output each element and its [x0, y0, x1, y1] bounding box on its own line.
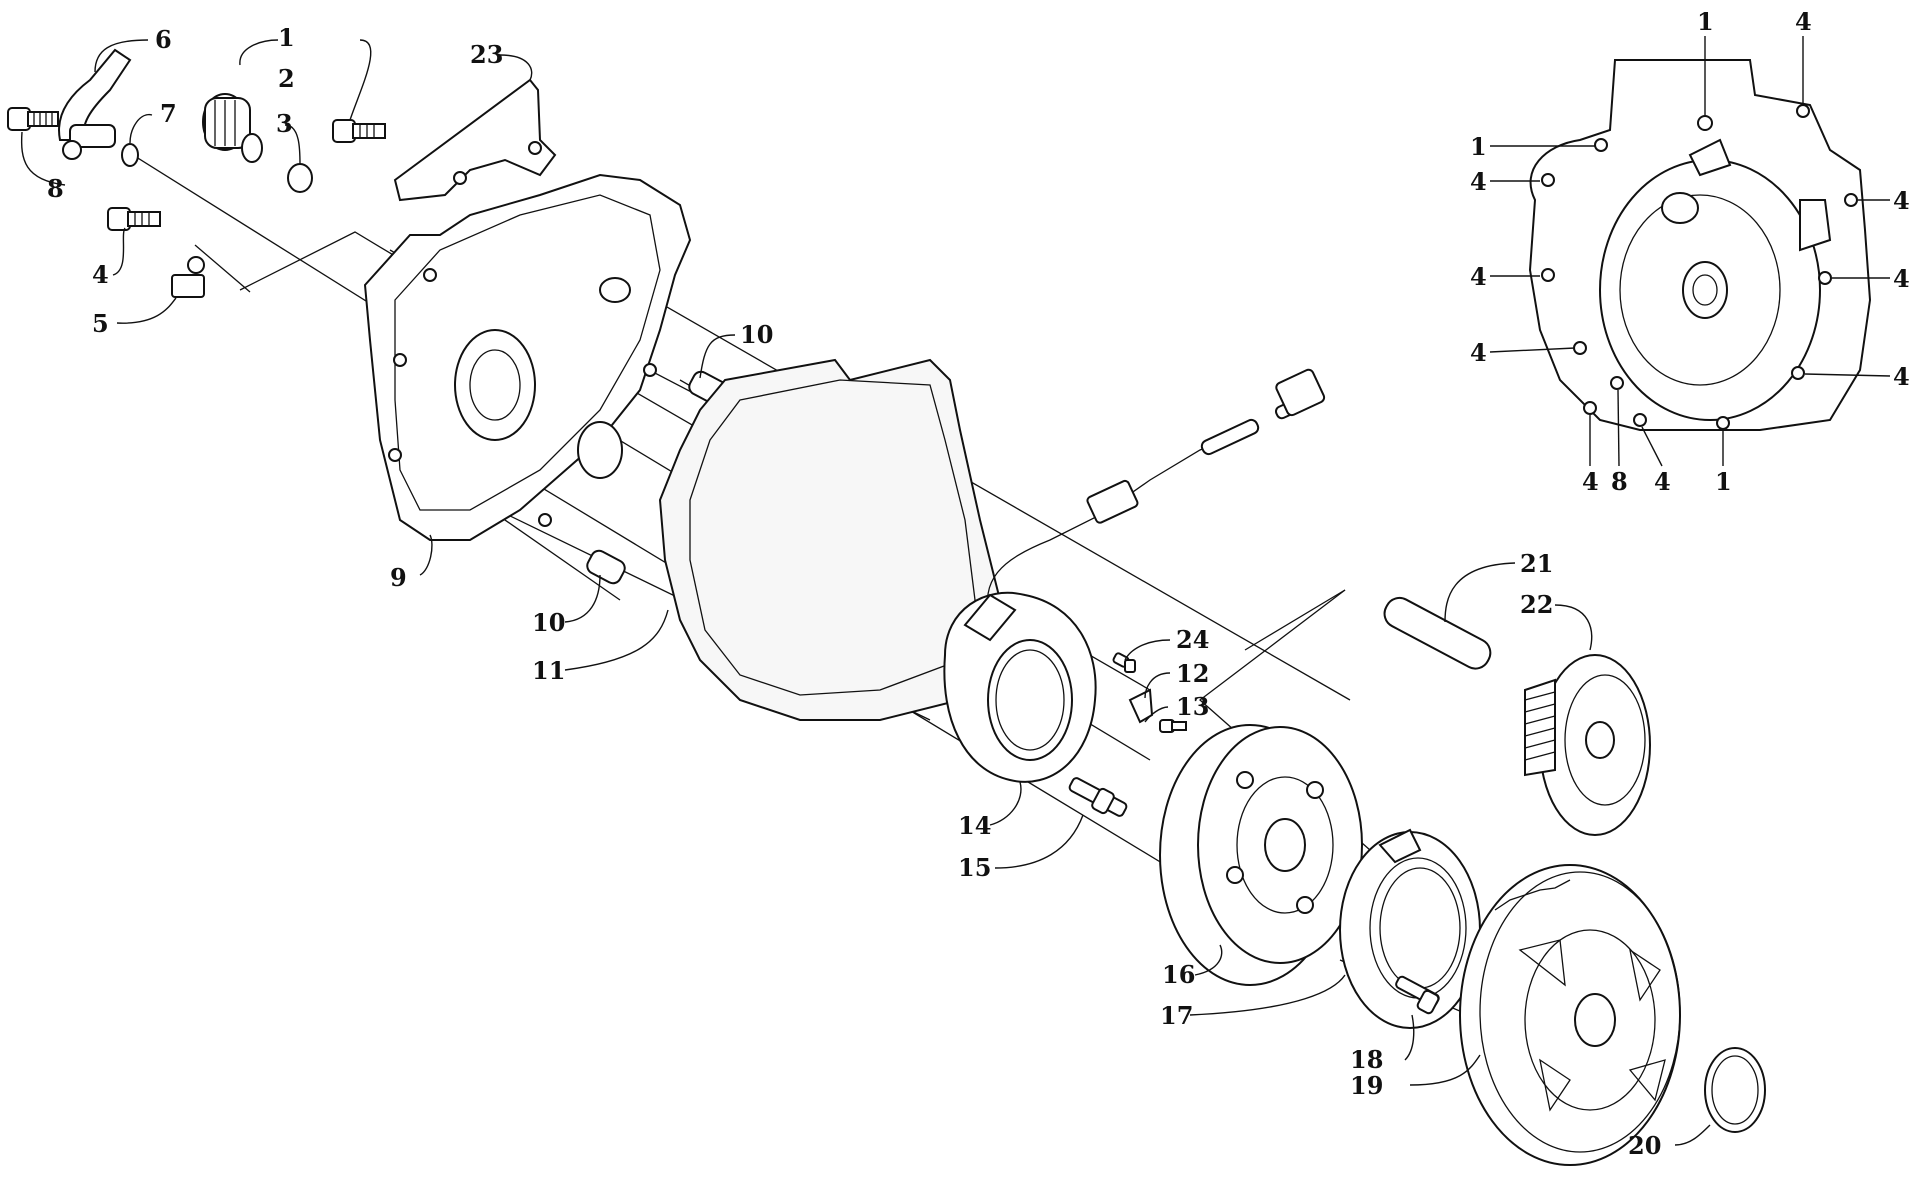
- part-o-ring-7: [121, 143, 139, 167]
- part-plug: [202, 93, 263, 163]
- inset-callout-4-right-b: 4: [1893, 264, 1910, 293]
- inset-callout-1-left: 1: [1470, 132, 1487, 161]
- inset-callout-4-left-c: 4: [1470, 338, 1487, 367]
- callout-24: 24: [1176, 625, 1209, 654]
- callout-14: 14: [958, 811, 991, 840]
- callout-20: 20: [1628, 1131, 1661, 1160]
- callout-8: 8: [47, 174, 64, 203]
- part-bolt-18: [1395, 975, 1440, 1015]
- inset-callout-4-left-a: 4: [1470, 167, 1487, 196]
- callout-23: 23: [470, 40, 503, 69]
- callout-11: 11: [532, 656, 565, 685]
- part-stator: [943, 368, 1326, 783]
- inset-callout-4-left-b: 4: [1470, 262, 1487, 291]
- callout-3: 3: [276, 109, 293, 138]
- part-cover-plate: [393, 78, 557, 202]
- inset-callout-1-bottom: 1: [1715, 467, 1732, 496]
- part-reduction-gear: [1524, 654, 1651, 836]
- inset-callout-8-bottom: 8: [1611, 467, 1628, 496]
- part-clip: [171, 256, 205, 298]
- part-starter-gear: [1459, 864, 1681, 1166]
- callout-21: 21: [1520, 549, 1553, 578]
- part-bolt-15: [1068, 777, 1128, 817]
- callout-1: 1: [278, 23, 295, 52]
- inset-leader-lines: [1489, 36, 1891, 467]
- callout-4: 4: [92, 260, 109, 289]
- inset-callout-4-right-a: 4: [1893, 186, 1910, 215]
- part-water-elbow: [58, 48, 132, 160]
- part-bolt-1: [332, 119, 386, 143]
- callout-7: 7: [160, 99, 177, 128]
- inset-callout-4-top: 4: [1795, 7, 1812, 36]
- callout-12: 12: [1176, 659, 1209, 688]
- part-screw-24: [1112, 652, 1136, 673]
- part-bolt-4: [107, 207, 161, 231]
- callout-6: 6: [155, 25, 172, 54]
- callout-18: 18: [1350, 1045, 1383, 1074]
- part-crankcase-cover: [363, 173, 692, 541]
- inset-callout-1-top: 1: [1697, 7, 1714, 36]
- part-bolt-8: [7, 107, 59, 131]
- part-starter-clutch: [1339, 828, 1481, 1029]
- part-o-ring-3: [287, 163, 313, 193]
- part-screw-13: [1159, 719, 1187, 733]
- part-shaft: [1383, 596, 1492, 670]
- part-flywheel: [1159, 724, 1363, 986]
- inset-assembled-cover: [1528, 59, 1872, 431]
- inset-callout-labels: 1 4 1 4 4 4 4 4 4 4 8 4 1: [1470, 7, 1910, 496]
- callout-9: 9: [390, 563, 407, 592]
- callout-10-upper: 10: [740, 320, 773, 349]
- callout-17: 17: [1160, 1001, 1193, 1030]
- callout-19: 19: [1350, 1071, 1383, 1100]
- callout-5: 5: [92, 309, 109, 338]
- callout-13: 13: [1176, 692, 1209, 721]
- part-gasket: [658, 358, 1002, 721]
- callout-10-lower: 10: [532, 608, 565, 637]
- part-ring-20: [1704, 1047, 1766, 1133]
- callout-15: 15: [958, 853, 991, 882]
- inset-callout-4-bottom-b: 4: [1654, 467, 1671, 496]
- inset-callout-4-bottom-a: 4: [1582, 467, 1599, 496]
- inset-bolt-holes: [1541, 104, 1858, 430]
- callout-2: 2: [278, 64, 295, 93]
- callout-labels: 1 2 3 4 5 6 7 8 9 10 10 11 12 13 14 15 1…: [47, 23, 1661, 1160]
- callout-16: 16: [1162, 960, 1195, 989]
- callout-22: 22: [1520, 590, 1553, 619]
- inset-callout-4-right-c: 4: [1893, 362, 1910, 391]
- leader-lines: [20, 39, 1711, 1146]
